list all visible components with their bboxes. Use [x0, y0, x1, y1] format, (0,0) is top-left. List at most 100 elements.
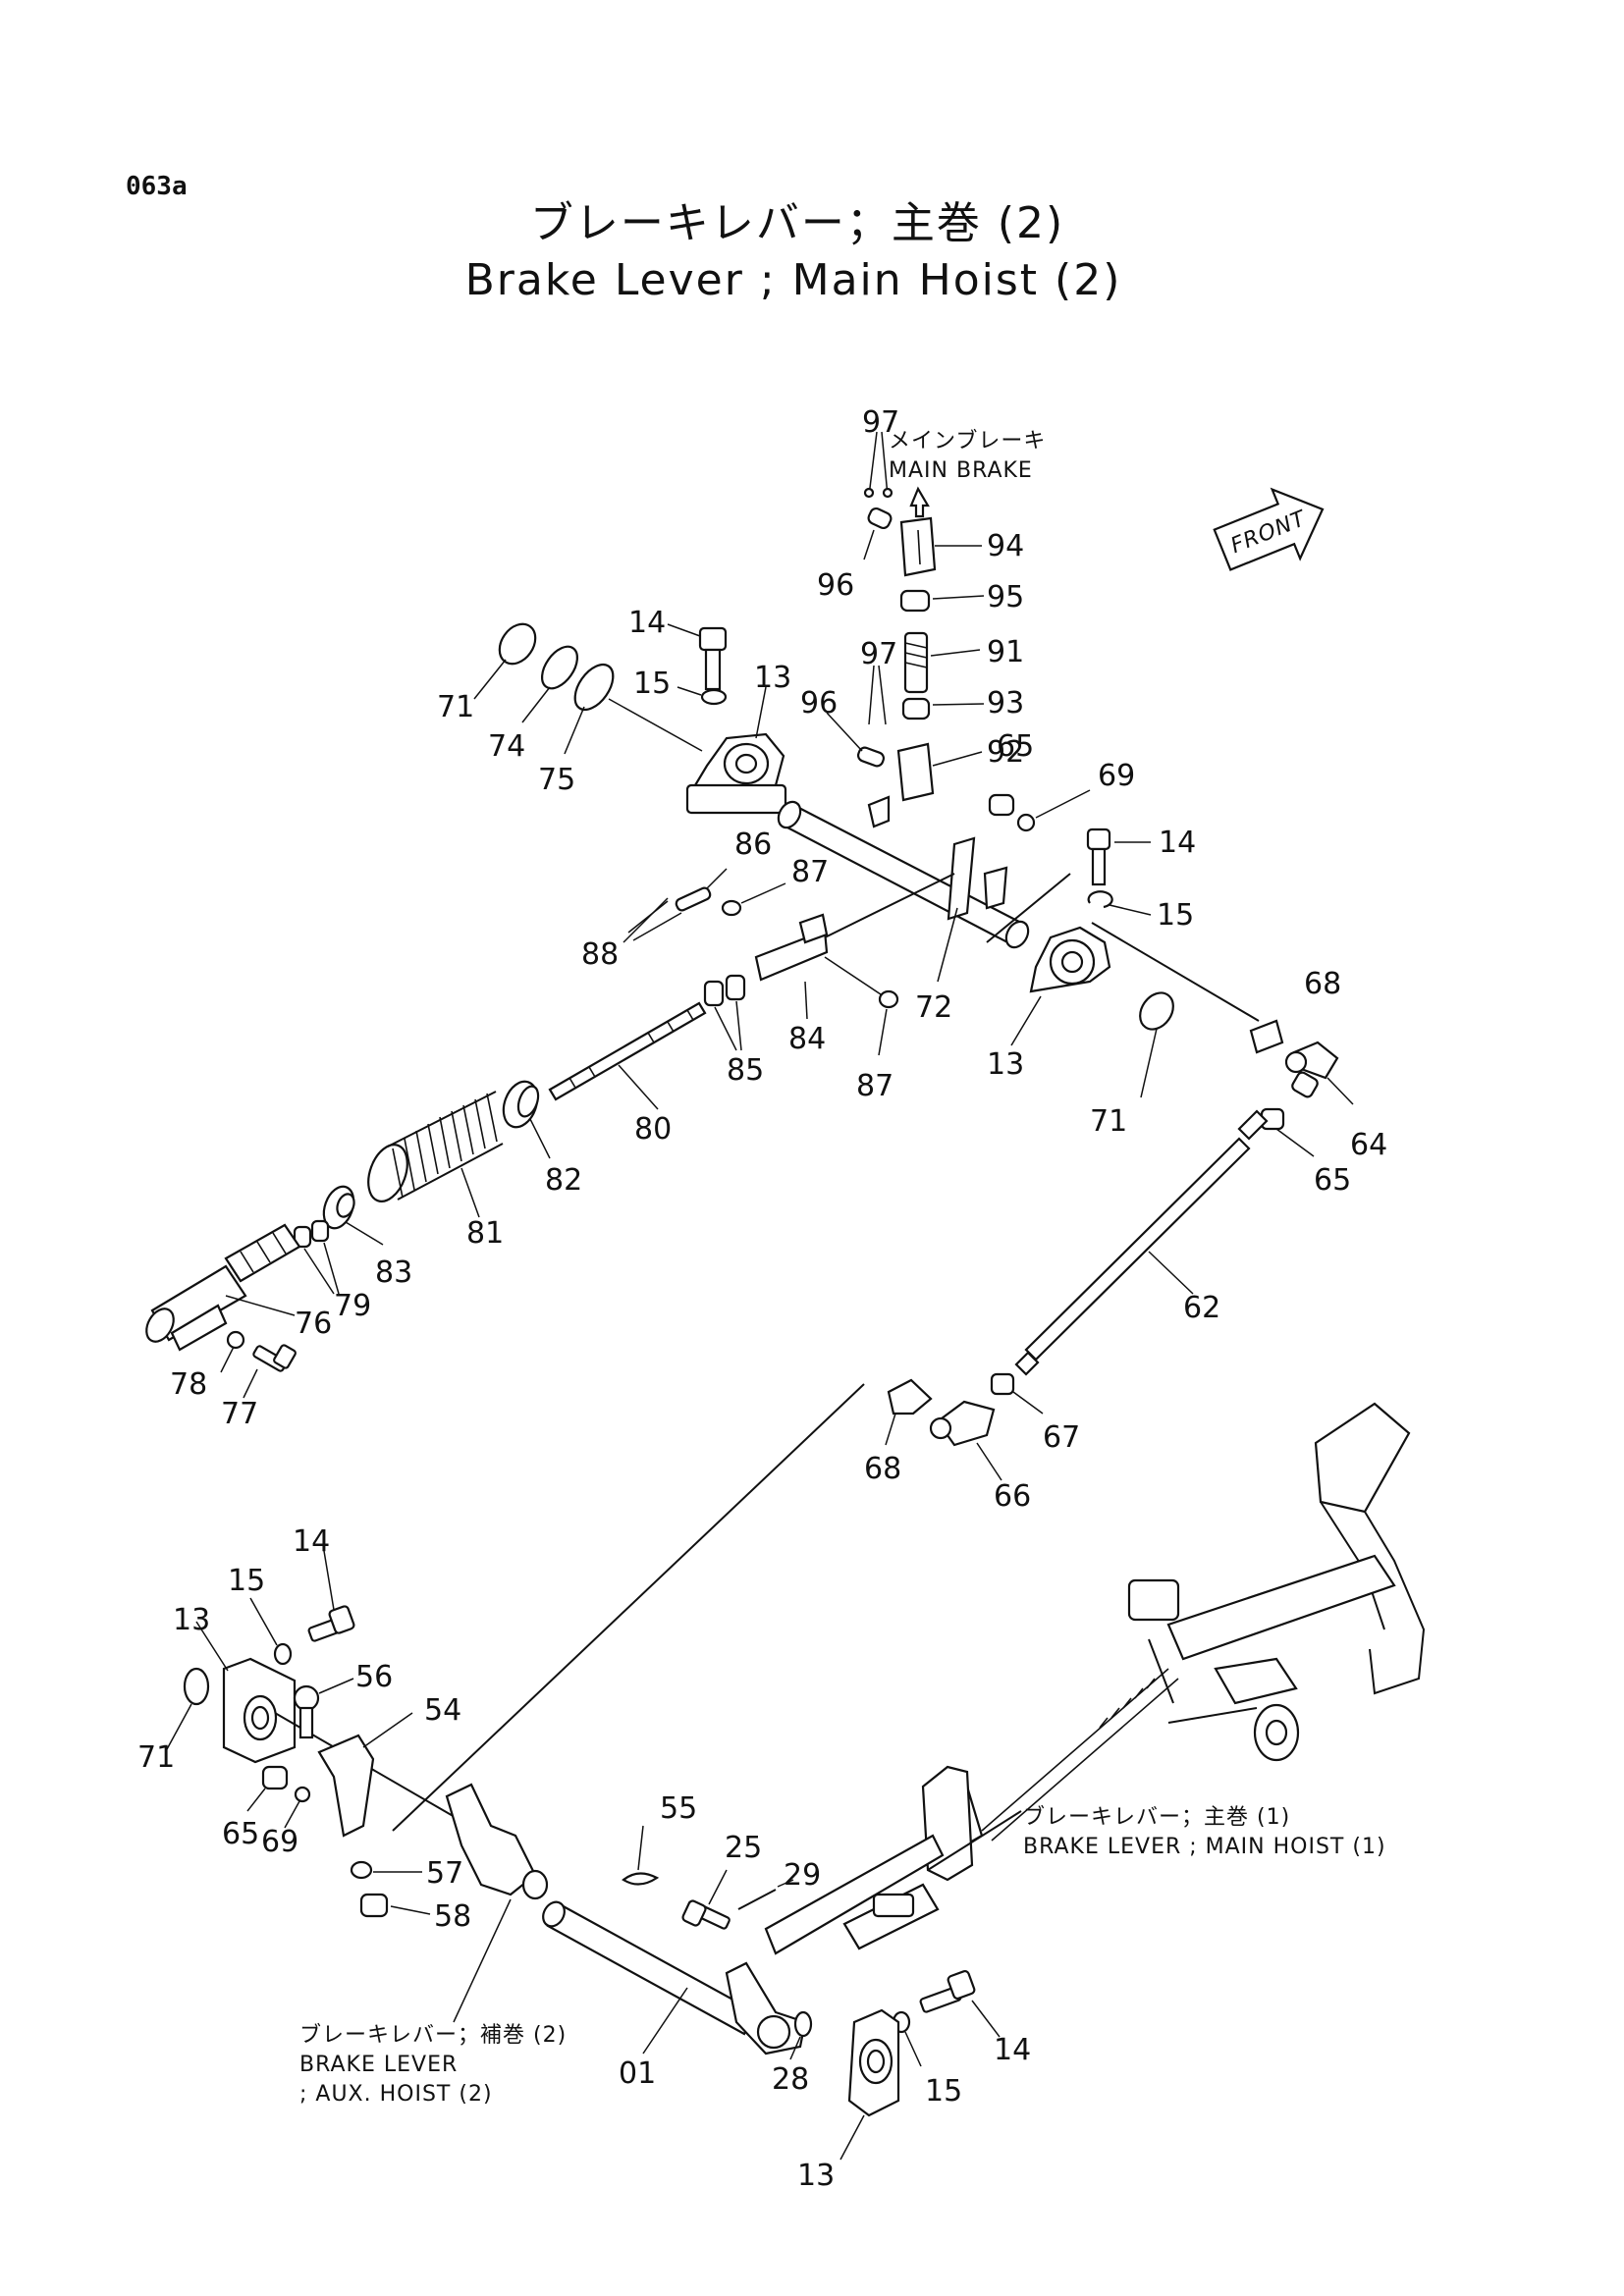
part-label: 88 [581, 937, 619, 972]
pin-86 [675, 868, 728, 912]
ref-aux-hoist-2-jp: ブレーキレバー；補巻 (2) [299, 2023, 567, 2048]
part-label: 25 [725, 1831, 762, 1865]
part-label: 96 [817, 568, 854, 603]
snap-ring-71-upper [473, 622, 537, 700]
washer-87-a [721, 882, 786, 917]
part-number-labels: 97 94 96 95 91 97 96 93 92 65 69 14 15 1… [137, 405, 1387, 2193]
part-label: 80 [634, 1112, 672, 1147]
bracket-68-lower [885, 1378, 933, 1446]
main-brake-note-en: MAIN BRAKE [889, 458, 1033, 483]
threaded-rod-91 [903, 631, 981, 694]
part-label: 15 [228, 1564, 265, 1598]
part-label: 71 [1090, 1104, 1127, 1139]
part-label: 14 [293, 1524, 330, 1559]
part-label: 86 [734, 828, 772, 862]
cotter-pins-88 [623, 897, 682, 943]
part-label: 96 [800, 686, 838, 721]
cotter-pin-97-mid [868, 665, 887, 725]
nut-58 [359, 1893, 431, 1918]
part-label: 75 [538, 763, 575, 797]
bearing-block-13-lower-right [839, 2008, 900, 2161]
part-label: 93 [987, 686, 1024, 721]
part-label: 84 [788, 1022, 826, 1056]
nut-65-mid [1260, 1107, 1315, 1157]
part-label: 81 [466, 1216, 504, 1251]
bracket-68-upper [1249, 1019, 1284, 1054]
washer-15-lower-left [249, 1597, 293, 1666]
lever-arm-aux [445, 1783, 549, 2023]
part-label: 74 [488, 729, 525, 764]
bolt-14-lower-left [307, 1550, 355, 1642]
part-label: 15 [1157, 898, 1194, 933]
part-label: 95 [987, 580, 1024, 614]
part-label: 56 [355, 1660, 393, 1694]
part-label: 58 [434, 1899, 471, 1934]
part-label: 55 [660, 1791, 697, 1826]
bolt-14-right [1086, 828, 1151, 886]
part-label: 13 [754, 661, 791, 695]
pin-96-top [863, 507, 893, 561]
part-label: 14 [628, 606, 666, 640]
nut-64-hex [1291, 1071, 1319, 1098]
part-label: 83 [375, 1255, 412, 1290]
part-label: 76 [295, 1307, 332, 1341]
part-label: 72 [915, 990, 952, 1025]
ref-main-hoist-1-jp: ブレーキレバー；主巻 (1) [1023, 1805, 1290, 1830]
part-label: 71 [137, 1740, 175, 1775]
part-label: 62 [1183, 1291, 1220, 1325]
part-label: 64 [1350, 1128, 1387, 1162]
part-label: 85 [727, 1053, 764, 1088]
bearing-block-13-lower-left [195, 1621, 297, 1764]
leader-diagonal-tie [392, 1383, 865, 1832]
part-label: 77 [221, 1397, 258, 1431]
bolt-14-lower-right [919, 1969, 1001, 2038]
shaft-01 [542, 1900, 807, 2056]
cotter-pin-97-top [863, 431, 893, 499]
part-label: 68 [1304, 967, 1341, 1001]
bolt-77 [243, 1344, 297, 1399]
pin-96-mid [826, 712, 886, 768]
ref-aux-hoist-2-en1: BRAKE LEVER [299, 2053, 458, 2077]
washer-69-upper [1016, 789, 1091, 832]
nut-67 [990, 1372, 1044, 1415]
rod-end-76 [145, 1223, 301, 1352]
ref-aux-hoist-2-en2: ; AUX. HOIST (2) [299, 2082, 493, 2107]
part-label: 54 [424, 1693, 461, 1728]
part-label: 29 [784, 1858, 821, 1893]
part-label: 78 [170, 1367, 207, 1402]
main-brake-arrow-icon [909, 486, 930, 518]
part-label: 13 [987, 1047, 1024, 1082]
ball-joint-64 [1284, 1041, 1354, 1105]
part-label: 71 [437, 690, 474, 724]
part-label: 13 [173, 1603, 210, 1637]
bolt-25 [681, 1869, 731, 1930]
washer-69-lower [284, 1786, 311, 1829]
part-label: 15 [925, 2074, 962, 2109]
snap-ring-71-right [1139, 991, 1174, 1098]
bearing-block-13-upper [685, 686, 787, 815]
ring-75 [564, 663, 703, 755]
clevis-94 [899, 516, 982, 577]
ref-main-hoist-1-en: BRAKE LEVER ; MAIN HOIST (1) [1023, 1835, 1386, 1859]
leader-72-84 [814, 873, 955, 943]
title-japanese: ブレーキレバー；主巻 (2) [530, 198, 1064, 248]
nuts-79 [293, 1219, 340, 1295]
washer-78 [220, 1330, 245, 1373]
part-label: 65 [222, 1817, 259, 1851]
main-brake-note-jp: メインブレーキ [889, 429, 1046, 454]
clevis-92 [896, 742, 983, 802]
nut-95 [899, 589, 985, 613]
page-code: 063a [126, 172, 188, 201]
pin-29 [737, 1879, 794, 1910]
nuts-85 [703, 974, 746, 1051]
front-arrow-icon: FRONT [1213, 487, 1325, 571]
part-label: 65 [1314, 1163, 1351, 1198]
part-label: 01 [619, 2056, 656, 2091]
part-label: 69 [261, 1825, 298, 1859]
part-label: 57 [426, 1856, 463, 1891]
part-label: 65 [997, 729, 1034, 764]
title-english: Brake Lever ; Main Hoist (2) [465, 255, 1122, 305]
nut-93 [901, 697, 985, 721]
bolt-14-upper [667, 623, 728, 691]
